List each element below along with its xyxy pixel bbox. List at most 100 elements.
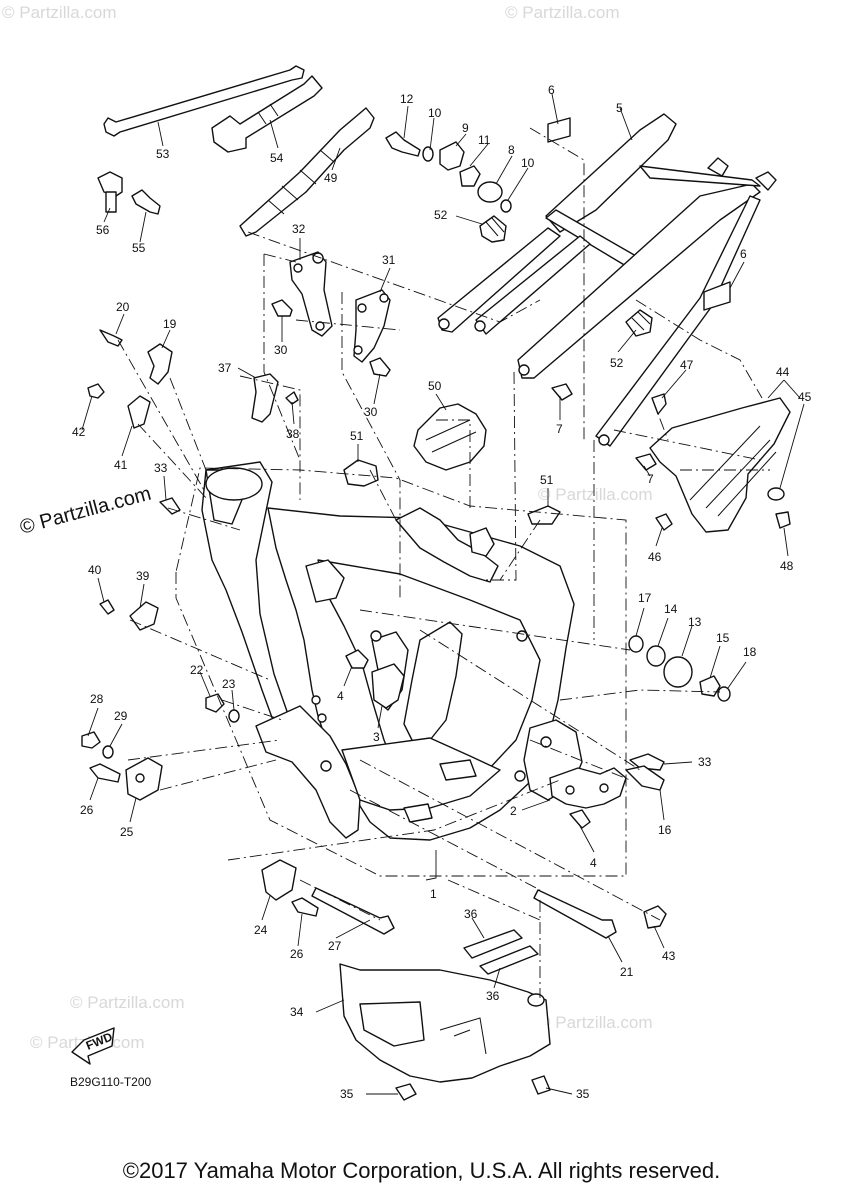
callout-3: 3 <box>373 730 380 744</box>
callout-16: 16 <box>658 823 672 837</box>
part-52-clip-lower <box>625 309 653 337</box>
part-54-socket-tool <box>211 75 323 153</box>
callout-50: 50 <box>428 379 442 393</box>
copyright-notice: ©2017 Yamaha Motor Corporation, U.S.A. A… <box>122 1158 721 1183</box>
callout-20: 20 <box>116 300 130 314</box>
part-39-bracket <box>129 601 159 631</box>
watermark-bottom-mid: © Partzilla.com <box>70 993 185 1012</box>
part-12-8-bushing-stack <box>385 131 512 213</box>
part-23-washer <box>228 709 240 723</box>
callout-54: 54 <box>270 151 284 165</box>
callout-38: 38 <box>286 427 300 441</box>
callout-5: 5 <box>616 101 623 115</box>
assembly-lines <box>117 127 770 998</box>
part-36-pad-lower <box>479 945 539 975</box>
part-33-bolt-left <box>159 497 181 515</box>
callout-11: 11 <box>478 133 491 147</box>
callout-35-left: 35 <box>340 1087 354 1101</box>
part-5-rear-subframe <box>437 113 777 447</box>
part-51-pad-left <box>343 459 379 487</box>
callout-19: 19 <box>163 317 177 331</box>
part-24-bracket <box>261 859 297 901</box>
part-6-label-top <box>547 117 571 143</box>
part-6-label-right <box>703 281 731 311</box>
callouts: 1 2 3 4 4 5 6 6 7 7 8 9 10 10 11 12 13 1… <box>72 83 812 1101</box>
callout-39: 39 <box>136 569 150 583</box>
callout-45: 45 <box>798 390 812 404</box>
part-46-nut <box>655 513 673 531</box>
part-4-bolt-lower <box>569 809 591 829</box>
callout-51-right: 51 <box>540 473 554 487</box>
callout-44: 44 <box>776 365 790 379</box>
leader-lines <box>81 93 805 1095</box>
part-52-clip-upper <box>479 215 507 243</box>
callout-36-lower: 36 <box>486 989 500 1003</box>
callout-12: 12 <box>400 92 414 106</box>
callout-56: 56 <box>96 223 110 237</box>
callout-49: 49 <box>324 171 338 185</box>
diagram-code: B29G110-T200 <box>70 1075 151 1089</box>
callout-23: 23 <box>222 677 236 691</box>
part-45-collar <box>767 487 785 501</box>
callout-51-left: 51 <box>350 429 364 443</box>
callout-10-right: 10 <box>521 156 535 170</box>
callout-33-right: 33 <box>698 755 712 769</box>
callout-52-upper: 52 <box>434 208 448 222</box>
part-35-bolt-right <box>531 1075 551 1095</box>
callout-8: 8 <box>508 143 515 157</box>
watermark-top-left: © Partzilla.com <box>2 3 117 22</box>
callout-29: 29 <box>114 709 128 723</box>
part-2-engine-bracket <box>549 767 627 809</box>
part-44-chain-guard <box>649 397 791 533</box>
callout-48: 48 <box>780 559 794 573</box>
part-42-bolt <box>87 383 105 399</box>
part-20-tie <box>99 329 123 347</box>
part-26-bolt-lower <box>291 897 319 917</box>
part-30-bolts <box>271 299 391 377</box>
callout-26-left: 26 <box>80 803 94 817</box>
part-48-bolt <box>775 511 791 529</box>
callout-6-right: 6 <box>740 247 747 261</box>
part-40-bolt <box>99 599 115 615</box>
watermark-top-right: © Partzilla.com <box>505 3 620 22</box>
callout-2: 2 <box>510 804 517 818</box>
callout-13: 13 <box>688 615 702 629</box>
callout-7-upper: 7 <box>556 422 563 436</box>
callout-18: 18 <box>743 645 757 659</box>
callout-35-right: 35 <box>576 1087 590 1101</box>
part-56-bolt <box>97 171 123 213</box>
part-26-bolt-left <box>89 763 121 783</box>
part-3-bracket <box>371 663 405 709</box>
part-25-engine-bracket <box>125 757 163 801</box>
part-7-bolts <box>551 383 657 471</box>
callout-27: 27 <box>328 939 342 953</box>
part-32-bracket <box>289 251 333 337</box>
part-55-bolt <box>131 189 161 215</box>
callout-30-right: 30 <box>364 405 378 419</box>
callout-21: 21 <box>620 965 634 979</box>
callout-53: 53 <box>156 147 170 161</box>
part-19-clamp <box>147 343 173 385</box>
part-53-wrench <box>103 65 305 137</box>
watermark-mid-right: © Partzilla.com <box>538 485 653 504</box>
callout-43: 43 <box>662 949 676 963</box>
part-27-long-bolt <box>311 887 395 935</box>
part-34-skid-plate <box>339 963 551 1083</box>
callout-30-left: 30 <box>274 343 288 357</box>
part-22-nut <box>205 693 225 713</box>
part-50-bracket <box>413 403 487 471</box>
callout-24: 24 <box>254 923 268 937</box>
callout-40: 40 <box>88 563 102 577</box>
part-21-long-bolt <box>533 889 617 939</box>
callout-55: 55 <box>132 241 146 255</box>
part-17-18-bushings <box>628 635 731 702</box>
part-37-bracket <box>251 373 299 423</box>
callout-42: 42 <box>72 425 86 439</box>
part-28-nut <box>81 731 101 749</box>
callout-25: 25 <box>120 825 134 839</box>
callout-14: 14 <box>664 602 678 616</box>
callout-10-left: 10 <box>428 106 442 120</box>
watermark-bottom-right: © Partzilla.com <box>538 1013 653 1032</box>
callout-47: 47 <box>680 358 694 372</box>
